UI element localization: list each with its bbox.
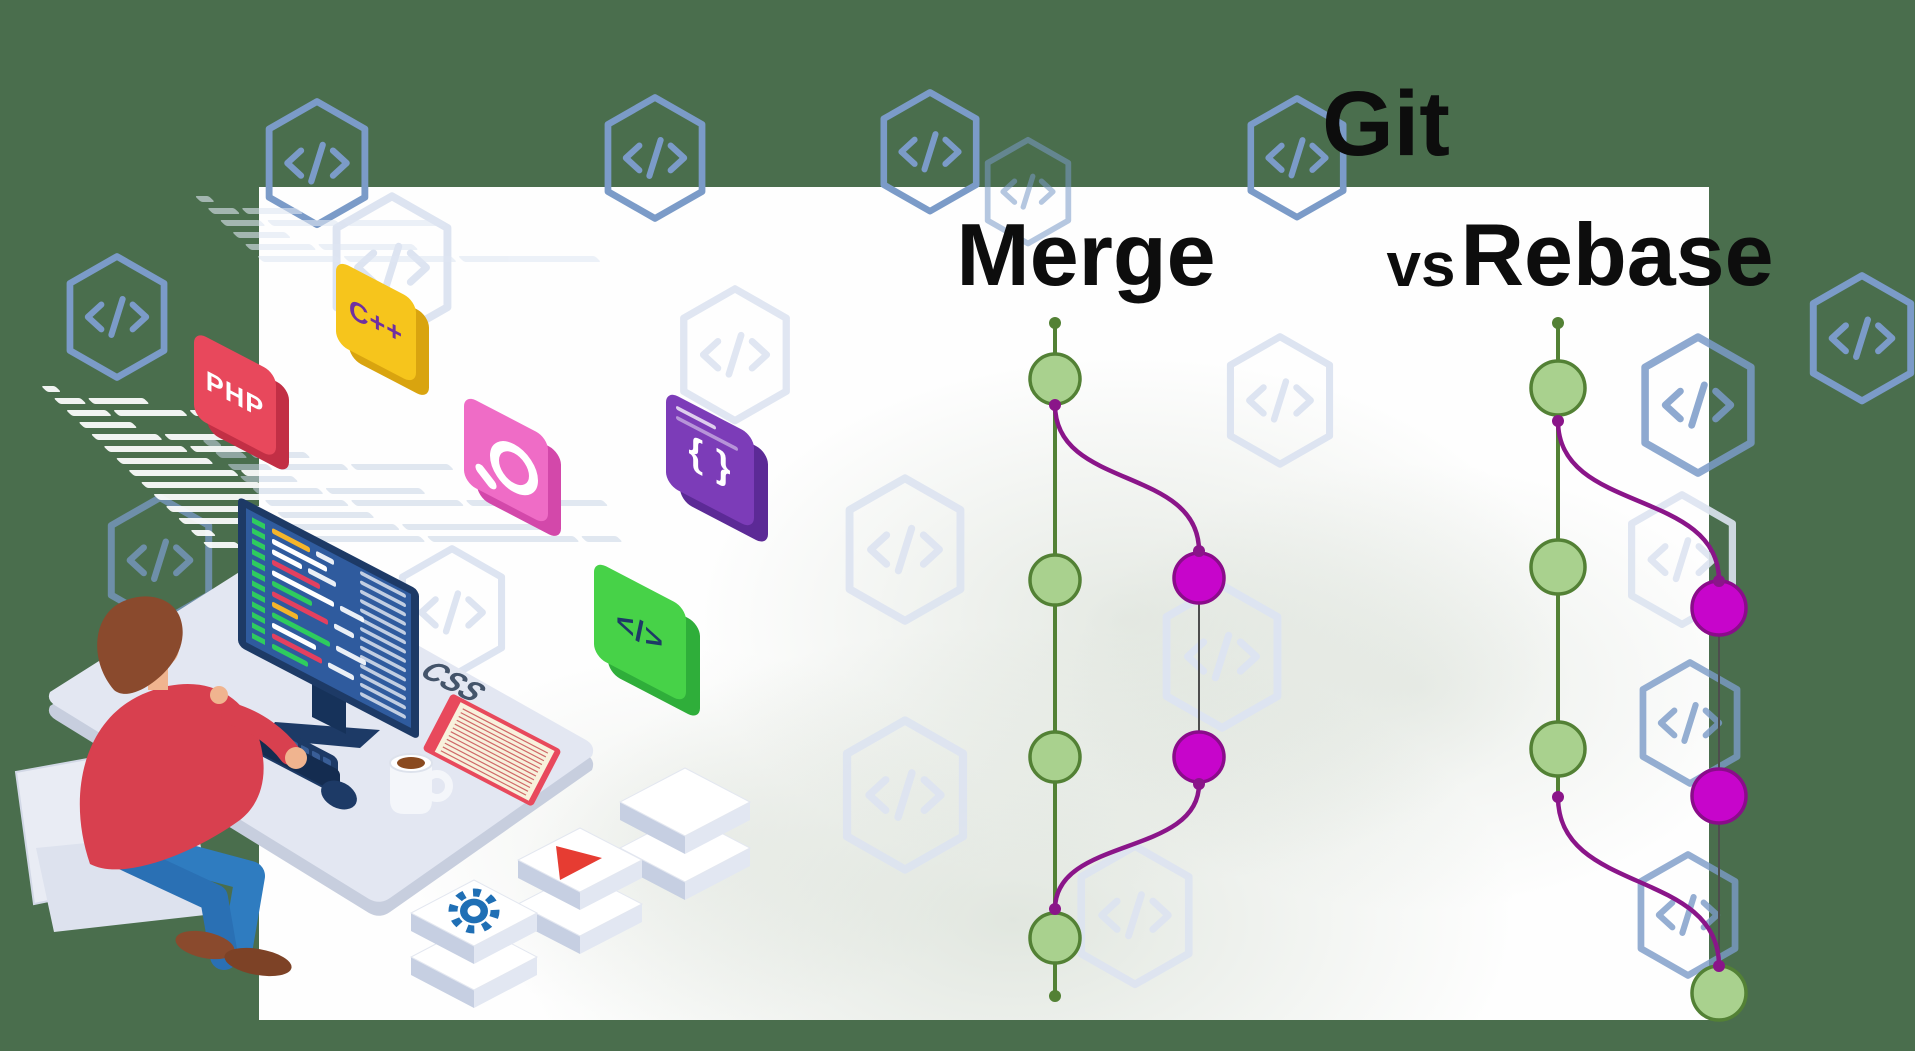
- code-label: </>: [616, 601, 664, 662]
- title-merge: Merge: [956, 205, 1216, 304]
- code-hexagon-icon: [107, 493, 213, 627]
- code-hexagon-icon: [66, 253, 168, 381]
- content-canvas: [259, 187, 1709, 1020]
- title-vs: vs: [1386, 231, 1456, 300]
- cpp-label: C++: [348, 292, 404, 351]
- curve-joint-dot: [1713, 960, 1725, 972]
- magnifier-icon: [473, 430, 538, 505]
- title-rebase: Rebase: [1460, 205, 1774, 304]
- person-hair: [97, 596, 183, 694]
- code-hexagon-icon: [1809, 271, 1915, 405]
- title-git: Git: [1322, 73, 1450, 175]
- php-label: PHP: [205, 364, 265, 425]
- chair-seat: [36, 832, 214, 932]
- curve-joint-dot: [1713, 575, 1725, 587]
- chair-back: [14, 754, 124, 906]
